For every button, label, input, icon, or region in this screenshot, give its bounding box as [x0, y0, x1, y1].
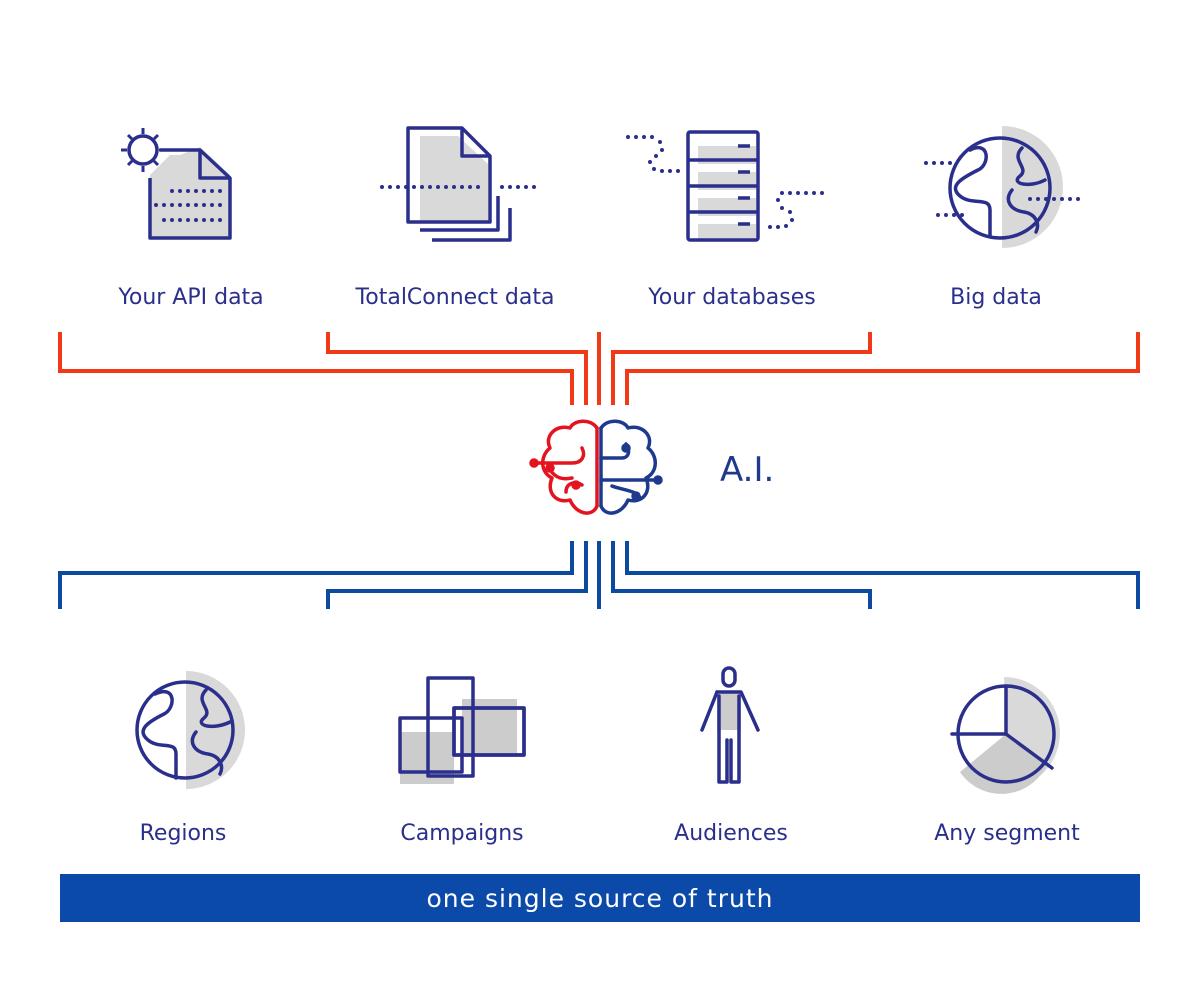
input-label-totalconnect: TotalConnect data	[355, 285, 555, 310]
out-bracket-outer-left	[58, 541, 574, 609]
overlapping-squares-icon	[398, 676, 526, 784]
api-document-gear-icon	[121, 128, 232, 240]
banner-text: one single source of truth	[426, 883, 774, 913]
input-brackets	[58, 332, 1140, 405]
bracket-inner-right	[611, 332, 872, 405]
out-bracket-outer-right	[625, 541, 1140, 609]
output-label-segment: Any segment	[934, 821, 1080, 846]
source-of-truth-banner: one single source of truth	[60, 874, 1140, 922]
brain-circuit-icon	[529, 419, 663, 515]
output-label-audiences: Audiences	[674, 821, 788, 846]
input-label-databases: Your databases	[648, 285, 816, 310]
database-server-icon	[626, 130, 824, 242]
input-label-bigdata: Big data	[950, 285, 1042, 310]
out-bracket-inner-right	[611, 541, 872, 609]
regions-globe-icon	[135, 671, 245, 789]
globe-icon	[924, 126, 1080, 248]
output-brackets	[58, 541, 1140, 609]
brain-right-half	[599, 419, 663, 515]
pie-chart-icon	[950, 677, 1060, 794]
output-label-campaigns: Campaigns	[400, 821, 524, 846]
bracket-outer-left	[58, 332, 574, 405]
out-bracket-inner-left	[326, 541, 588, 609]
bracket-outer-right	[625, 332, 1140, 405]
output-label-regions: Regions	[139, 821, 227, 846]
input-label-api: Your API data	[118, 285, 264, 310]
document-stack-icon	[380, 126, 536, 242]
person-icon	[700, 666, 760, 784]
bracket-inner-left	[326, 332, 588, 405]
brain-left-half	[529, 419, 599, 515]
ai-label: A.I.	[720, 450, 775, 490]
